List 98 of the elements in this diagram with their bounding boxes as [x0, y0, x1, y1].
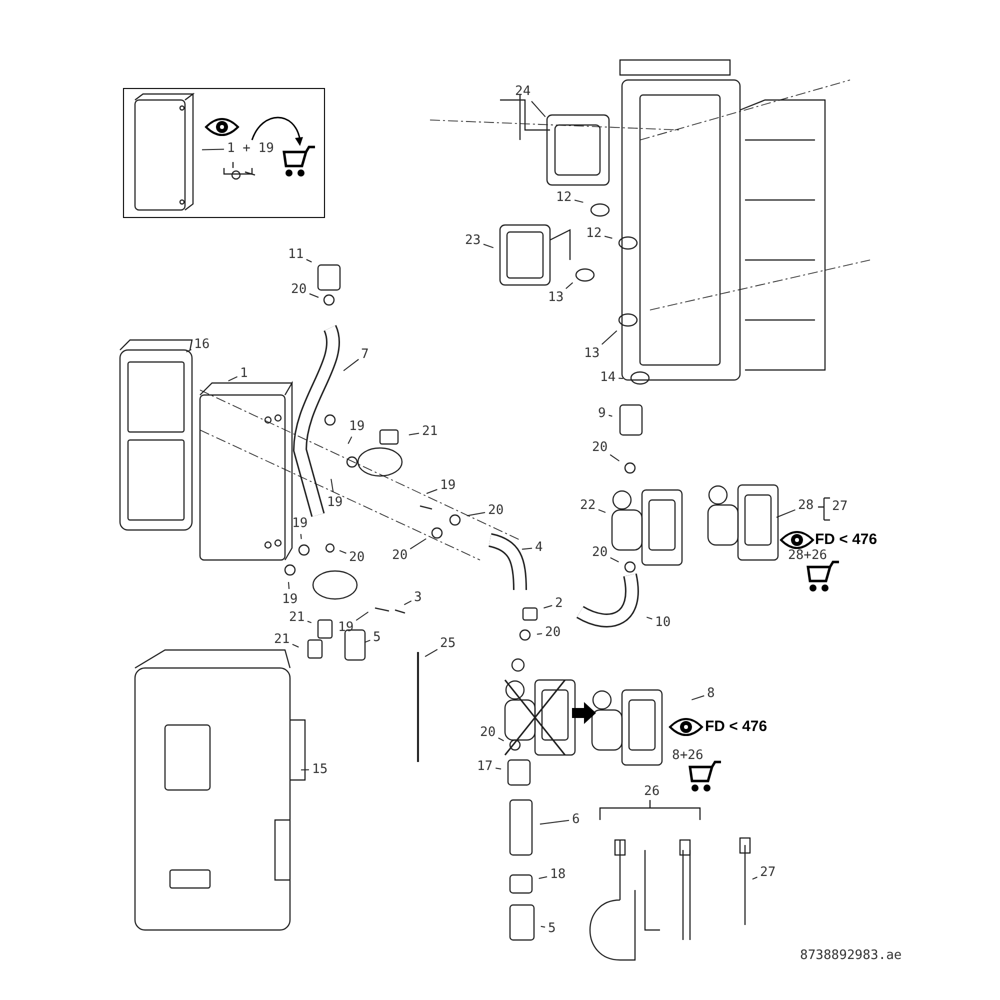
callout-number: 20	[592, 545, 608, 560]
leader-line	[364, 640, 371, 643]
leader-line	[598, 509, 606, 513]
leader-line	[404, 600, 412, 606]
leader-line	[426, 489, 438, 494]
callout-number: 27	[760, 865, 776, 880]
leader-line	[306, 620, 312, 624]
callout-number: 21	[274, 632, 290, 647]
leader-line	[618, 378, 624, 380]
leader-line	[339, 550, 347, 554]
leader-line	[288, 581, 290, 590]
leader-line	[410, 538, 427, 550]
callout-number: 11	[288, 247, 304, 262]
leader-line	[424, 648, 438, 658]
callout-number: 20	[545, 625, 561, 640]
callout-number: 13	[548, 290, 564, 305]
leader-line	[540, 926, 546, 928]
callout-number: 19	[338, 620, 354, 635]
callout-number: 20	[291, 282, 307, 297]
leader-line	[498, 737, 504, 742]
callout-number: 8	[707, 686, 715, 701]
leader-line	[521, 548, 533, 550]
leader-line	[202, 148, 224, 150]
callout-text: 28+26	[788, 548, 828, 563]
leader-line	[610, 557, 620, 562]
callout-number: 10	[655, 615, 671, 630]
leader-line	[306, 259, 312, 262]
leader-line	[565, 282, 574, 290]
callout-number: 20	[480, 725, 496, 740]
callout-number: 28	[798, 498, 814, 513]
leader-line	[495, 768, 502, 770]
callout-number: 27	[832, 499, 848, 514]
leader-line	[531, 100, 546, 118]
leader-line	[483, 244, 494, 248]
callout-number: 25	[440, 636, 456, 651]
leader-line	[300, 769, 310, 770]
leader-line	[356, 611, 369, 621]
leader-line	[300, 533, 302, 540]
callout-number: 26	[644, 784, 660, 799]
callout-number: 6	[572, 812, 580, 827]
callout-number: 5	[373, 630, 381, 645]
leader-line	[646, 616, 653, 620]
callout-number: 5	[548, 921, 556, 936]
callout-number: 9	[598, 406, 606, 421]
callout-number: 7	[361, 347, 369, 362]
callout-number: 19	[327, 495, 343, 510]
leader-line	[604, 236, 613, 239]
leader-line	[691, 695, 705, 700]
leader-line	[348, 436, 352, 444]
callout-number: 19	[440, 478, 456, 493]
callout-number: 21	[289, 610, 305, 625]
callout-text: 8+26	[672, 748, 704, 763]
leader-line	[186, 349, 192, 352]
leader-line	[228, 376, 238, 382]
leader-line	[536, 633, 543, 635]
leader-line	[543, 605, 553, 608]
leader-line	[292, 644, 300, 648]
callout-number: 13	[584, 346, 600, 361]
callout-number: 18	[550, 867, 566, 882]
callout-number: 4	[535, 540, 543, 555]
note: FD < 476	[705, 719, 768, 734]
callout-number: 14	[600, 370, 616, 385]
callout-number: 3	[414, 590, 422, 605]
callout-number: 19	[349, 419, 365, 434]
callout-number: 23	[465, 233, 481, 248]
callout-number: 16	[194, 337, 210, 352]
leader-line	[343, 358, 360, 372]
callout-number: 20	[488, 503, 504, 518]
leader-line	[608, 414, 613, 417]
callout-number: 12	[556, 190, 572, 205]
leader-line	[538, 876, 548, 880]
leader-line	[308, 293, 319, 298]
leader-line	[466, 512, 486, 516]
leader-line	[601, 330, 618, 345]
callout-number: 24	[515, 84, 531, 99]
callout-number: 2	[555, 596, 563, 611]
leader-line	[610, 454, 620, 462]
callout-number: 21	[422, 424, 438, 439]
callout-text: 1 + 19	[227, 141, 274, 156]
leader-line	[574, 200, 584, 203]
callout-number: 19	[282, 592, 298, 607]
callout-number: 22	[580, 498, 596, 513]
leader-line	[408, 432, 420, 436]
callout-number: 12	[586, 226, 602, 241]
callout-number: 20	[349, 550, 365, 565]
callout-number: 19	[292, 516, 308, 531]
callout-number: 20	[392, 548, 408, 563]
callout-number: 1	[240, 366, 248, 381]
note: FD < 476	[815, 532, 878, 547]
leader-line	[776, 509, 796, 518]
callout-number: 17	[477, 759, 493, 774]
callout-number: 15	[312, 762, 328, 777]
leader-line	[330, 478, 334, 493]
inset-frame	[123, 88, 325, 218]
callout-number: 20	[592, 440, 608, 455]
drawing-number: 8738892983.ae	[800, 948, 902, 963]
leader-line	[752, 876, 758, 880]
leader-line	[539, 820, 570, 825]
